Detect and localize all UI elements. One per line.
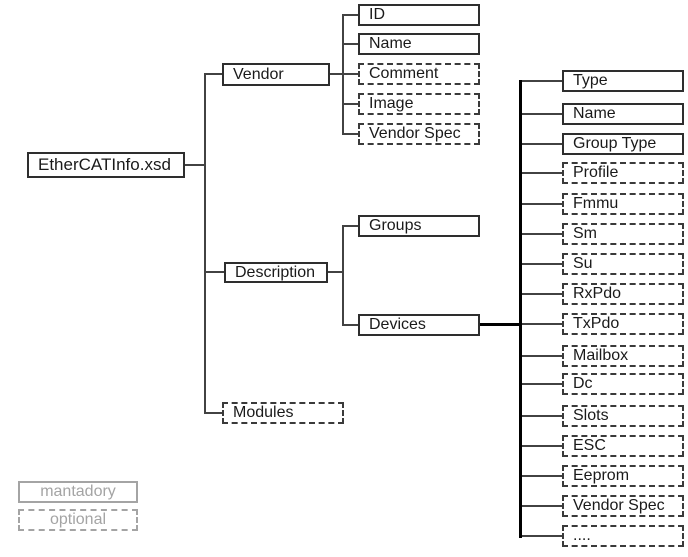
connector-groups-stub [343, 225, 358, 227]
node-device-group-type: Group Type [562, 133, 684, 155]
connector-vendor-image-stub [343, 103, 358, 105]
connector-device-esc-stub [522, 445, 562, 447]
connector-device-name-stub [522, 113, 562, 115]
connector-device-txpdo-stub [522, 323, 562, 325]
node-device-profile: Profile [562, 162, 684, 184]
connector-vendor-id-stub [343, 14, 358, 16]
connector-device-slots-stub [522, 415, 562, 417]
node-device-su: Su [562, 253, 684, 275]
connector-device-ellipsis-stub [522, 535, 562, 537]
connector-vendor-comment-stub [343, 73, 358, 75]
node-device-rxpdo: RxPdo [562, 283, 684, 305]
connector-device-vendor-spec-stub [522, 505, 562, 507]
node-device-ellipsis: .... [562, 525, 684, 547]
node-device-name: Name [562, 103, 684, 125]
node-device-slots: Slots [562, 405, 684, 427]
connector-vendor-name-stub [343, 43, 358, 45]
connector-devices-stub [343, 324, 358, 326]
legend-optional: optional [18, 509, 138, 531]
node-vendor-name: Name [358, 33, 480, 55]
connector-device-eeprom-stub [522, 475, 562, 477]
node-vendor-comment: Comment [358, 63, 480, 85]
node-device-mailbox: Mailbox [562, 345, 684, 367]
node-description: Description [224, 262, 328, 283]
connector-device-su-stub [522, 263, 562, 265]
node-device-txpdo: TxPdo [562, 313, 684, 335]
node-device-eeprom: Eeprom [562, 465, 684, 487]
connector-modules-stub [205, 412, 222, 414]
connector-description-trunk [342, 225, 344, 326]
node-vendor: Vendor [222, 63, 330, 86]
node-device-sm: Sm [562, 223, 684, 245]
node-modules: Modules [222, 402, 344, 424]
legend-mandatory: mantadory [18, 481, 138, 503]
connector-device-group-type-stub [522, 143, 562, 145]
node-groups: Groups [358, 215, 480, 237]
connector-devices-trunk [519, 80, 522, 538]
connector-device-profile-stub [522, 172, 562, 174]
connector-device-rxpdo-stub [522, 293, 562, 295]
connector-vendor-out [330, 73, 342, 75]
connector-description-out [328, 271, 342, 273]
connector-device-dc-stub [522, 383, 562, 385]
connector-device-fmmu-stub [522, 203, 562, 205]
node-vendor-image: Image [358, 93, 480, 115]
connector-description-stub [205, 271, 224, 273]
node-device-type: Type [562, 70, 684, 92]
node-devices: Devices [358, 314, 480, 336]
node-device-dc: Dc [562, 373, 684, 395]
node-vendor-vendor-spec: Vendor Spec [358, 123, 480, 145]
node-ethercatinfo-xsd: EtherCATInfo.xsd [27, 152, 185, 178]
connector-vendor-vendor-spec-stub [343, 133, 358, 135]
node-device-vendor-spec: Vendor Spec [562, 495, 684, 517]
connector-devices-out [480, 323, 520, 326]
node-vendor-id: ID [358, 4, 480, 26]
node-device-fmmu: Fmmu [562, 193, 684, 215]
connector-device-sm-stub [522, 233, 562, 235]
connector-root-stub [185, 164, 205, 166]
connector-device-type-stub [522, 80, 562, 82]
node-device-esc: ESC [562, 435, 684, 457]
connector-vendor-stub [205, 73, 222, 75]
connector-device-mailbox-stub [522, 355, 562, 357]
connector-root-trunk [204, 73, 206, 414]
